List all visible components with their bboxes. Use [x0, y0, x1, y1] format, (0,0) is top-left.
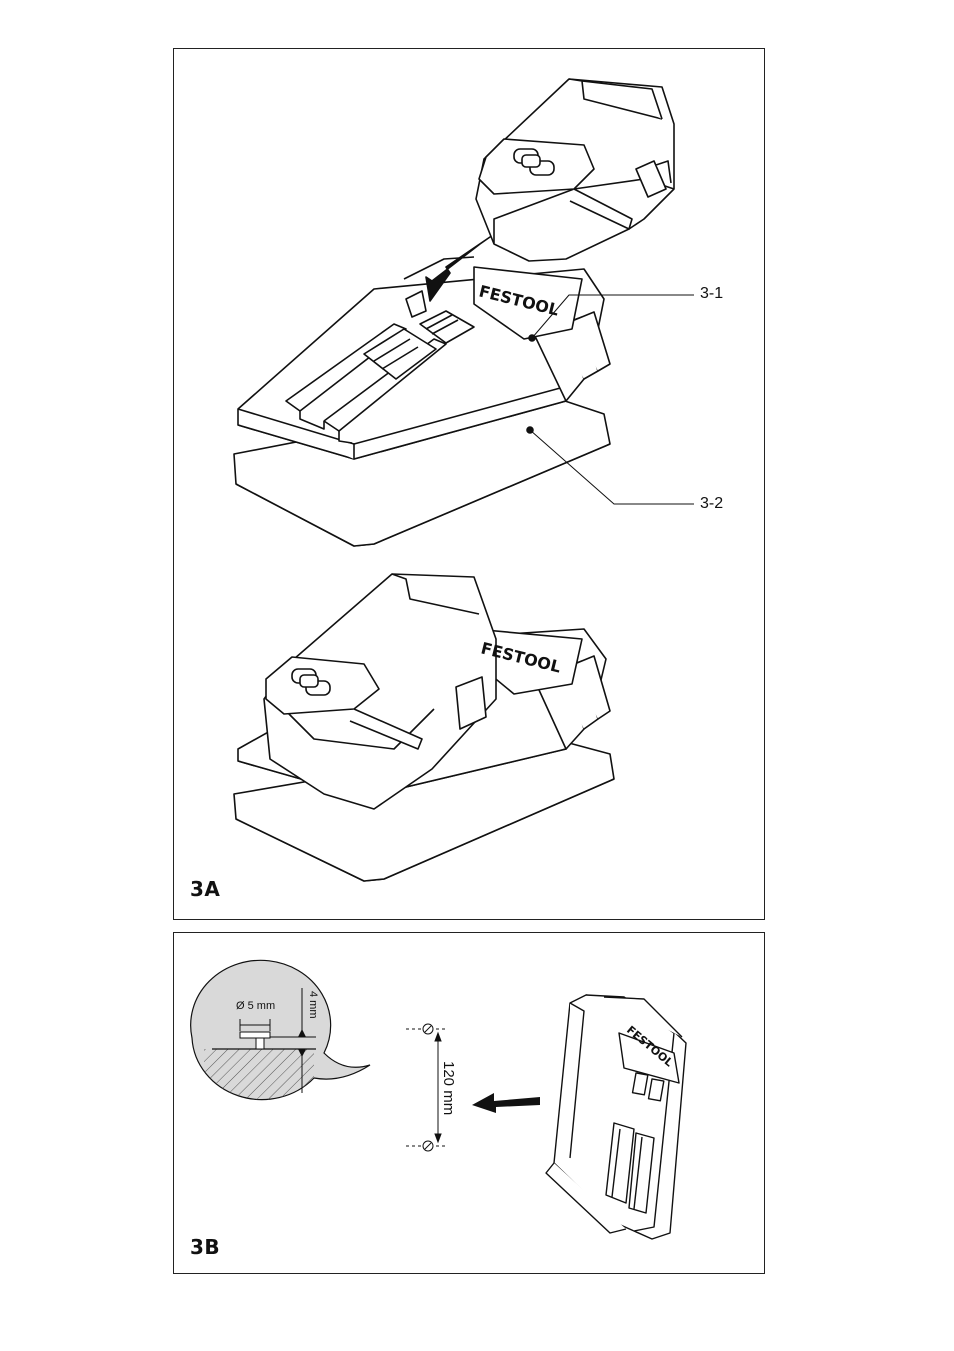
hole-spacing-label: 120 mm: [440, 1061, 457, 1115]
screw-height-label: 4 mm: [307, 991, 319, 1019]
mounting-direction-arrow: [472, 1093, 540, 1113]
callout-3-1: 3-1: [700, 285, 723, 303]
figure-3a-drawing: FESTOOL FESTOOL: [174, 49, 766, 921]
mounting-hole-spacing: [406, 1024, 446, 1151]
callout-3-2: 3-2: [700, 495, 723, 513]
figure-3a-panel: FESTOOL FESTOOL 3-1 3-2 3A: [173, 48, 765, 920]
figure-3b-panel: Ø 5 mm 4 mm 120 mm: [173, 932, 765, 1274]
charger-wall-mounted: [546, 995, 686, 1239]
figure-3b-drawing: Ø 5 mm 4 mm 120 mm: [174, 933, 766, 1275]
battery-upper: [476, 79, 674, 261]
figure-label-3a: 3A: [190, 877, 220, 901]
screw-detail-bubble: [191, 960, 370, 1109]
figure-label-3b: 3B: [190, 1235, 220, 1259]
screw-diameter-label: Ø 5 mm: [236, 1000, 275, 1012]
